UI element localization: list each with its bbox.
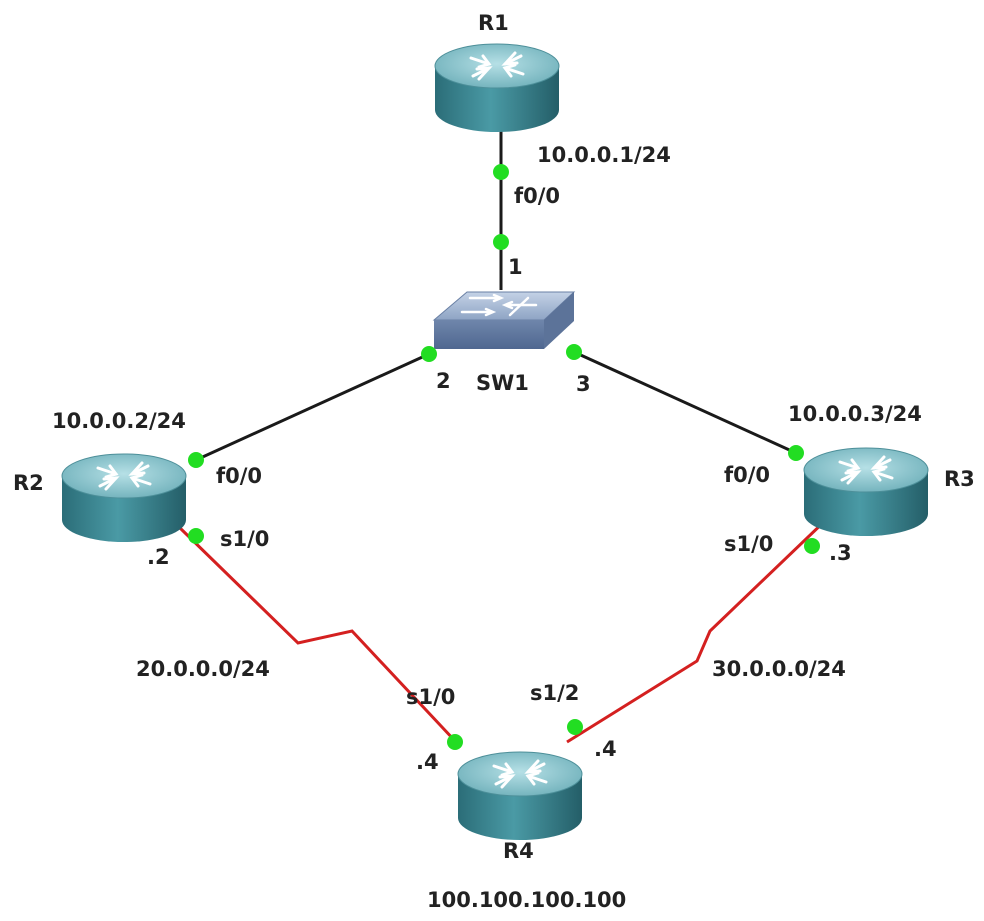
label-sw1-port3: 3: [576, 372, 591, 396]
label-r4-s10: s1/0: [406, 685, 455, 709]
port-dot-sw1-p3: [566, 344, 582, 360]
serial-links: [178, 515, 831, 744]
switch-side-face: [544, 292, 574, 349]
router-r1[interactable]: [433, 42, 561, 134]
port-dot-r3-f00: [788, 445, 804, 461]
port-dots: [188, 164, 820, 750]
label-r2-host: .2: [147, 545, 170, 569]
port-dot-r4-s12: [567, 719, 583, 735]
router-r3[interactable]: [802, 446, 930, 538]
port-dot-r3-s10: [804, 538, 820, 554]
label-r2-f00: f0/0: [216, 464, 262, 488]
label-r4-host-left: .4: [416, 750, 439, 774]
label-r1: R1: [478, 11, 509, 35]
port-dot-r2-f00: [188, 452, 204, 468]
label-r2: R2: [13, 471, 44, 495]
label-r3-host: .3: [829, 541, 852, 565]
label-r3-s10: s1/0: [724, 532, 773, 556]
label-r1-f00: f0/0: [514, 184, 560, 208]
label-net-r2-r4: 20.0.0.0/24: [136, 657, 270, 681]
label-sw1-port2: 2: [436, 369, 451, 393]
port-dot-r1-f00: [493, 164, 509, 180]
label-sw1-port1: 1: [508, 255, 523, 279]
labels: R1 10.0.0.1/24 f0/0 1 SW1 2 3 10.0.0.2/2…: [13, 11, 975, 912]
router-r4[interactable]: [456, 750, 584, 842]
label-r2-address: 10.0.0.2/24: [52, 409, 186, 433]
label-r4-loopback: 100.100.100.100: [427, 888, 626, 912]
switch-arrows-icon: [460, 293, 538, 317]
port-dot-sw1-p1: [493, 234, 509, 250]
ethernet-links: [195, 128, 797, 462]
port-dot-r4-s10: [447, 734, 463, 750]
port-dot-r2-s10: [188, 528, 204, 544]
label-r3: R3: [944, 467, 975, 491]
port-dot-sw1-p2: [421, 346, 437, 362]
switch-sw1[interactable]: [432, 291, 576, 349]
label-r3-address: 10.0.0.3/24: [788, 402, 922, 426]
label-net-r3-r4: 30.0.0.0/24: [712, 657, 846, 681]
label-r4-host-right: .4: [594, 737, 617, 761]
link-sw1-r2: [195, 352, 430, 462]
link-sw1-r3: [573, 350, 797, 455]
label-r3-f00: f0/0: [724, 463, 770, 487]
label-r4: R4: [503, 839, 534, 863]
label-sw1: SW1: [476, 371, 529, 395]
switch-front-face: [434, 320, 544, 349]
serial-link-r2-r4: [178, 526, 458, 744]
label-r1-address: 10.0.0.1/24: [537, 143, 671, 167]
label-r4-s12: s1/2: [530, 681, 579, 705]
router-r2[interactable]: [60, 452, 188, 544]
serial-link-r3-r4: [566, 515, 831, 744]
label-r2-s10: s1/0: [220, 527, 269, 551]
